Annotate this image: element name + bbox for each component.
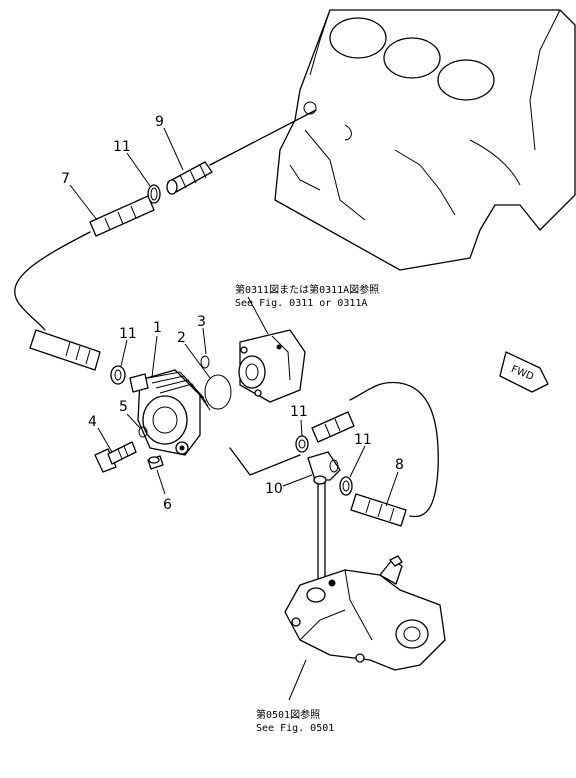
hose-clamp-11-right [339, 476, 353, 496]
engine-block [274, 9, 576, 271]
nipple-9 [166, 161, 213, 195]
callout-9: 9 [155, 114, 164, 130]
thermostat-housing [238, 329, 306, 403]
hose-short-upper [311, 411, 355, 443]
washer-5 [138, 426, 148, 438]
corrosion-resistor-1 [129, 369, 211, 456]
callout-1: 1 [153, 320, 162, 336]
ref-note-0311-en: See Fig. 0311 or 0311A [235, 298, 367, 309]
hose-clamp-11-left [110, 365, 126, 385]
callout-10: 10 [265, 481, 283, 497]
callout-11-upper: 11 [113, 139, 131, 155]
bolt-4 [94, 441, 137, 473]
callout-7: 7 [61, 171, 70, 187]
ref-note-0501-en: See Fig. 0501 [256, 723, 334, 734]
water-pump [284, 555, 446, 671]
callout-11-left: 11 [119, 326, 137, 342]
hose-clamp-11-upper [147, 184, 161, 204]
callout-8: 8 [395, 457, 404, 473]
fwd-direction-arrow: FWD [499, 351, 549, 393]
ref-note-0311-jp: 第0311図または第0311A図参照 [235, 283, 379, 296]
hose-8 [350, 493, 407, 527]
plug-6 [147, 455, 164, 470]
callout-6: 6 [163, 497, 172, 513]
ref-note-0501-jp: 第0501図参照 [256, 708, 320, 721]
hose-7 [29, 195, 155, 371]
callout-11-right: 11 [354, 432, 372, 448]
callout-3: 3 [197, 314, 206, 330]
o-ring-2 [204, 374, 232, 410]
callout-4: 4 [88, 414, 97, 430]
callout-2: 2 [177, 330, 186, 346]
hose-clamp-11-mid [295, 435, 309, 453]
leader-lines [69, 127, 399, 701]
callout-11-mid: 11 [290, 404, 308, 420]
o-ring-3 [200, 355, 210, 369]
callout-5: 5 [119, 399, 128, 415]
elbow-10 [307, 451, 341, 485]
hose-routing [14, 109, 439, 591]
